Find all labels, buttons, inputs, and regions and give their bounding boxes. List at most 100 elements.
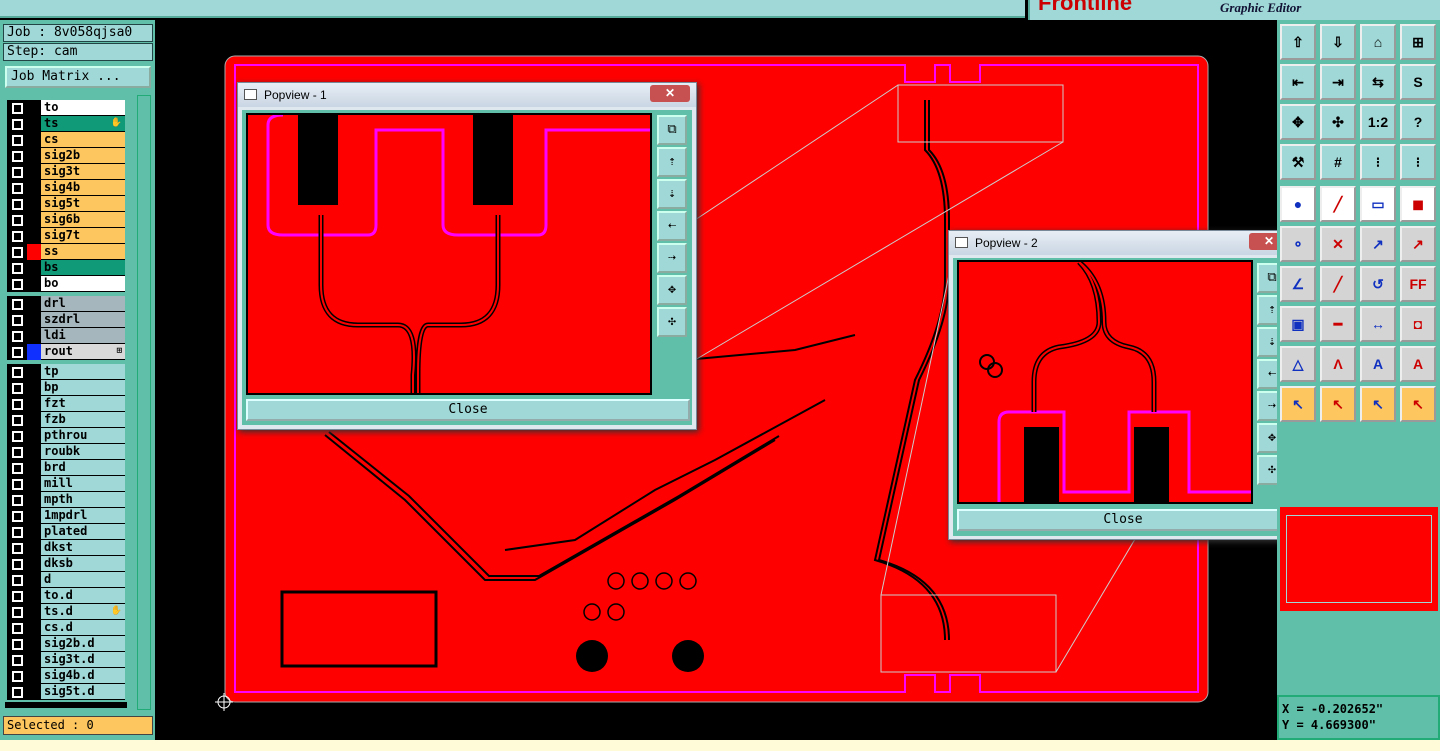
layer-row[interactable]: ss bbox=[7, 244, 125, 260]
layer-checkbox[interactable] bbox=[7, 668, 27, 684]
layer-color-swatch[interactable] bbox=[27, 524, 41, 540]
layer-color-swatch[interactable] bbox=[27, 328, 41, 344]
layer-row[interactable]: plated bbox=[7, 524, 125, 540]
layer-row[interactable]: sig3t.d bbox=[7, 652, 125, 668]
layer-checkbox[interactable] bbox=[7, 100, 27, 116]
layer-name[interactable]: sig4b.d bbox=[41, 668, 125, 684]
layer-row[interactable]: to bbox=[7, 100, 125, 116]
layer-color-swatch[interactable] bbox=[27, 476, 41, 492]
layer-name[interactable]: rout⊞ bbox=[41, 344, 125, 360]
layer-color-swatch[interactable] bbox=[27, 116, 41, 132]
layer-checkbox[interactable] bbox=[7, 460, 27, 476]
layer-row[interactable]: 1mpdrl bbox=[7, 508, 125, 524]
layer-checkbox[interactable] bbox=[7, 180, 27, 196]
layer-name[interactable]: drl bbox=[41, 296, 125, 312]
layer-color-swatch[interactable] bbox=[27, 412, 41, 428]
layer-row[interactable]: fzt bbox=[7, 396, 125, 412]
layer-name[interactable]: fzb bbox=[41, 412, 125, 428]
layer-row[interactable]: tp bbox=[7, 364, 125, 380]
triangle-up-icon[interactable]: Λ bbox=[1320, 346, 1356, 382]
layer-row[interactable]: dkst bbox=[7, 540, 125, 556]
fit-icon[interactable]: ✥ bbox=[1280, 104, 1316, 140]
layer-row[interactable]: sig5t bbox=[7, 196, 125, 212]
layer-color-swatch[interactable] bbox=[27, 164, 41, 180]
undo-arc-icon[interactable]: ↺ bbox=[1360, 266, 1396, 302]
layer-color-swatch[interactable] bbox=[27, 556, 41, 572]
pan-right-icon[interactable]: ⇢ bbox=[657, 243, 687, 273]
layer-row[interactable]: sig2b.d bbox=[7, 636, 125, 652]
layer-name[interactable]: roubk bbox=[41, 444, 125, 460]
grid-xy-icon[interactable]: ⊞ bbox=[1400, 24, 1436, 60]
pan-down-icon[interactable]: ⇣ bbox=[657, 179, 687, 209]
swap-icon[interactable]: ⇆ bbox=[1360, 64, 1396, 100]
layer-row[interactable]: szdrl bbox=[7, 312, 125, 328]
pan-up-icon[interactable]: ⇡ bbox=[657, 147, 687, 177]
layer-checkbox[interactable] bbox=[7, 444, 27, 460]
layer-row[interactable]: brd bbox=[7, 460, 125, 476]
close-icon[interactable]: ✕ bbox=[650, 85, 690, 102]
layer-checkbox[interactable] bbox=[7, 164, 27, 180]
layer-row[interactable]: drl bbox=[7, 296, 125, 312]
pad-select-icon[interactable]: ◼ bbox=[1400, 186, 1436, 222]
layer-checkbox[interactable] bbox=[7, 212, 27, 228]
layer-checkbox[interactable] bbox=[7, 684, 27, 700]
layer-row[interactable]: bs bbox=[7, 260, 125, 276]
layer-name[interactable]: sig7t bbox=[41, 228, 125, 244]
layer-checkbox[interactable] bbox=[7, 492, 27, 508]
layer-name[interactable]: tp bbox=[41, 364, 125, 380]
layer-name[interactable]: 1mpdrl bbox=[41, 508, 125, 524]
layer-name[interactable]: sig3t.d bbox=[41, 652, 125, 668]
layer-row[interactable]: pthrou bbox=[7, 428, 125, 444]
layers-color-icon[interactable]: ⁝ bbox=[1400, 144, 1436, 180]
layer-row[interactable]: sig6b bbox=[7, 212, 125, 228]
layer-color-swatch[interactable] bbox=[27, 276, 41, 292]
layer-checkbox[interactable] bbox=[7, 380, 27, 396]
layer-color-swatch[interactable] bbox=[27, 344, 41, 360]
layer-color-swatch[interactable] bbox=[27, 228, 41, 244]
layer-checkbox[interactable] bbox=[7, 244, 27, 260]
triangle-icon[interactable]: △ bbox=[1280, 346, 1316, 382]
layer-name[interactable]: ldi bbox=[41, 328, 125, 344]
layer-row[interactable]: ldi bbox=[7, 328, 125, 344]
layer-row[interactable]: mill bbox=[7, 476, 125, 492]
layer-checkbox[interactable] bbox=[7, 228, 27, 244]
layer-name[interactable]: brd bbox=[41, 460, 125, 476]
layer-checkbox[interactable] bbox=[7, 260, 27, 276]
layer-name[interactable]: ts.d✋ bbox=[41, 604, 125, 620]
layer-row[interactable]: sig2b bbox=[7, 148, 125, 164]
layer-color-swatch[interactable] bbox=[27, 180, 41, 196]
layer-color-swatch[interactable] bbox=[27, 620, 41, 636]
layer-checkbox[interactable] bbox=[7, 364, 27, 380]
move-right-icon[interactable]: ⇥ bbox=[1320, 64, 1356, 100]
layer-color-swatch[interactable] bbox=[27, 244, 41, 260]
select-rect-icon[interactable]: ↖ bbox=[1320, 386, 1356, 422]
layer-color-swatch[interactable] bbox=[27, 260, 41, 276]
layer-row[interactable]: sig4b bbox=[7, 180, 125, 196]
layer-name[interactable]: dkst bbox=[41, 540, 125, 556]
layer-name[interactable]: bs bbox=[41, 260, 125, 276]
layer-checkbox[interactable] bbox=[7, 620, 27, 636]
line-split-icon[interactable]: ━ bbox=[1320, 306, 1356, 342]
layer-color-swatch[interactable] bbox=[27, 652, 41, 668]
layer-checkbox[interactable] bbox=[7, 296, 27, 312]
popview-2-close-button[interactable]: Close bbox=[957, 509, 1289, 531]
layer-color-swatch[interactable] bbox=[27, 296, 41, 312]
layer-color-swatch[interactable] bbox=[27, 684, 41, 700]
layer-checkbox[interactable] bbox=[7, 116, 27, 132]
layer-name[interactable]: cs bbox=[41, 132, 125, 148]
layer-color-swatch[interactable] bbox=[27, 148, 41, 164]
pop-layer-icon[interactable]: ⇩ bbox=[1320, 24, 1356, 60]
layer-scrollbar[interactable] bbox=[137, 95, 151, 710]
layer-name[interactable]: sig3t bbox=[41, 164, 125, 180]
layer-checkbox[interactable] bbox=[7, 344, 27, 360]
add-line-icon[interactable]: ╱ bbox=[1320, 186, 1356, 222]
layer-name[interactable]: fzt bbox=[41, 396, 125, 412]
layer-checkbox[interactable] bbox=[7, 276, 27, 292]
layer-name[interactable]: sig5t.d bbox=[41, 684, 125, 700]
pan-left-icon[interactable]: ⇠ bbox=[657, 211, 687, 241]
layer-name[interactable]: ss bbox=[41, 244, 125, 260]
popview-2-window[interactable]: Popview - 2✕ ⧉⇡⇣⇠⇢✥✣ Close bbox=[948, 230, 1296, 540]
layer-row[interactable]: ts.d✋ bbox=[7, 604, 125, 620]
layer-name[interactable]: sig5t bbox=[41, 196, 125, 212]
layer-checkbox[interactable] bbox=[7, 196, 27, 212]
